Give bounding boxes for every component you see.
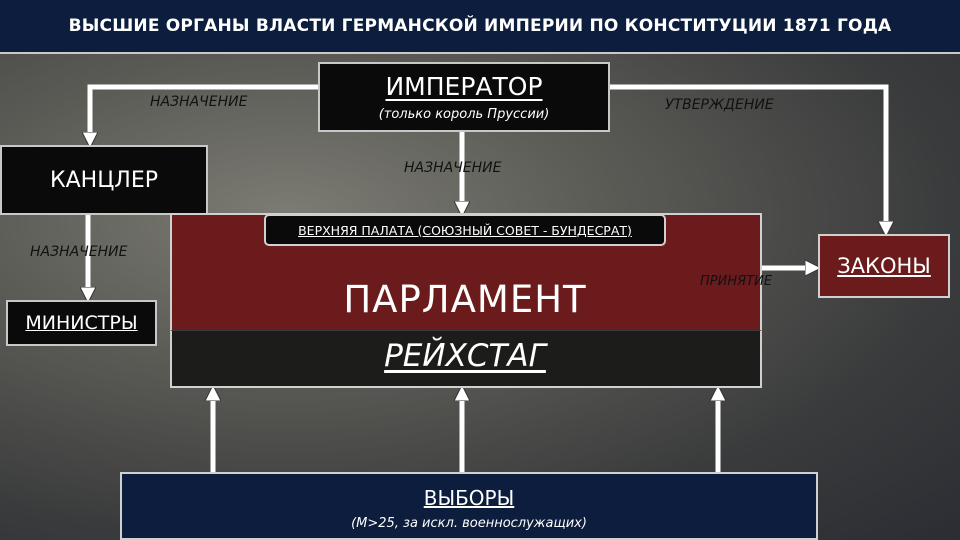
- arrow-emperor-to-chancellor: [90, 84, 318, 140]
- elections-box: ВЫБОРЫ (М>25, за искл. военнослужащих): [120, 472, 818, 540]
- elections-note: (М>25, за искл. военнослужащих): [351, 516, 587, 531]
- label-appointment-ministers: НАЗНАЧЕНИЕ: [30, 244, 128, 260]
- reichstag-label: РЕЙХСТАГ: [384, 338, 546, 374]
- elections-label: ВЫБОРЫ: [423, 486, 515, 510]
- chancellor-box: КАНЦЛЕР: [0, 145, 208, 215]
- laws-box: ЗАКОНЫ: [818, 234, 950, 298]
- ministers-box: МИНИСТРЫ: [6, 300, 157, 346]
- upper-house-box: ВЕРХНЯЯ ПАЛАТА (СОЮЗНЫЙ СОВЕТ - БУНДЕСРА…: [264, 214, 666, 246]
- emperor-box: ИМПЕРАТОР (только король Пруссии): [318, 62, 610, 132]
- page-title: ВЫСШИЕ ОРГАНЫ ВЛАСТИ ГЕРМАНСКОЙ ИМПЕРИИ …: [0, 0, 960, 54]
- parliament-lower-area: [170, 330, 762, 388]
- laws-label: ЗАКОНЫ: [837, 254, 931, 278]
- chancellor-label: КАНЦЛЕР: [49, 167, 158, 193]
- label-appointment-upper-house: НАЗНАЧЕНИЕ: [404, 160, 502, 176]
- ministers-label: МИНИСТРЫ: [25, 312, 138, 334]
- label-appointment-chancellor: НАЗНАЧЕНИЕ: [150, 94, 248, 110]
- label-approval: УТВЕРЖДЕНИЕ: [665, 97, 774, 113]
- parliament-label: ПАРЛАМЕНТ: [343, 278, 587, 321]
- arrow-emperor-to-laws: [610, 84, 886, 229]
- emperor-note: (только король Пруссии): [378, 107, 550, 122]
- label-adoption: ПРИНЯТИЕ: [700, 274, 773, 289]
- emperor-label: ИМПЕРАТОР: [385, 72, 543, 101]
